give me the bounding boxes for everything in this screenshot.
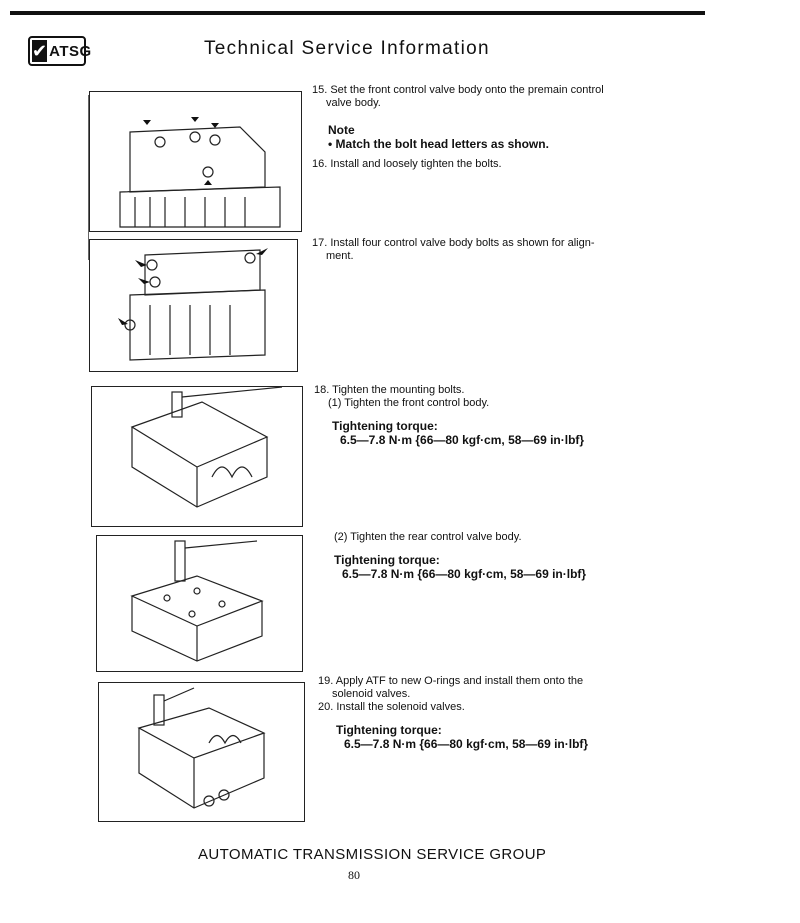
step-17: 17. Install four control valve body bolt…	[312, 237, 594, 263]
page-number: 80	[348, 868, 360, 882]
margin-line	[88, 95, 89, 260]
figure-alignment-bolts	[89, 239, 298, 372]
figure-rear-body-torque	[96, 535, 303, 672]
figure-front-body-torque	[91, 386, 303, 527]
logo-text: ATSG	[49, 42, 92, 60]
step-18-line2: (1) Tighten the front control body.	[328, 397, 490, 409]
page-title: Technical Service Information	[204, 38, 490, 59]
header-rule	[10, 11, 705, 15]
step-20-line1: 20. Install the solenoid valves.	[318, 701, 465, 713]
atsg-logo: ✔ ATSG	[28, 36, 91, 66]
torque-label: Tightening torque:	[334, 553, 440, 567]
checkmark-icon: ✔	[32, 40, 48, 62]
step-17-line2: ment.	[326, 250, 354, 262]
torque-spec-1: Tightening torque: 6.5—7.8 N·m {66—80 kg…	[332, 419, 584, 447]
figure-valve-body-bolts	[89, 91, 302, 232]
step-15-line1: 15. Set the front control valve body ont…	[312, 84, 604, 96]
step-18: 18. Tighten the mounting bolts. (1) Tigh…	[314, 384, 489, 410]
step-18-2: (2) Tighten the rear control valve body.	[334, 531, 522, 543]
step-19-line2: solenoid valves.	[332, 688, 411, 700]
torque-label: Tightening torque:	[332, 419, 438, 433]
torque-value: 6.5—7.8 N·m {66—80 kgf·cm, 58—69 in·lbf}	[340, 433, 585, 447]
step-19-line1: 19. Apply ATF to new O-rings and install…	[318, 675, 584, 687]
step-15: 15. Set the front control valve body ont…	[312, 84, 604, 110]
torque-spec-3: Tightening torque: 6.5—7.8 N·m {66—80 kg…	[336, 723, 588, 751]
torque-value: 6.5—7.8 N·m {66—80 kgf·cm, 58—69 in·lbf}	[344, 737, 589, 751]
note: Note • Match the bolt head letters as sh…	[328, 123, 549, 151]
step-18-line1: 18. Tighten the mounting bolts.	[314, 384, 465, 396]
note-label: Note	[328, 123, 355, 137]
footer-org: AUTOMATIC TRANSMISSION SERVICE GROUP	[198, 846, 547, 863]
note-item: • Match the bolt head letters as shown.	[328, 137, 549, 151]
torque-value: 6.5—7.8 N·m {66—80 kgf·cm, 58—69 in·lbf}	[342, 567, 587, 581]
step-19: 19. Apply ATF to new O-rings and install…	[318, 675, 583, 714]
figure-solenoid-valves	[98, 682, 305, 822]
step-17-line1: 17. Install four control valve body bolt…	[312, 237, 595, 249]
torque-label: Tightening torque:	[336, 723, 442, 737]
torque-spec-2: Tightening torque: 6.5—7.8 N·m {66—80 kg…	[334, 553, 586, 581]
step-16: 16. Install and loosely tighten the bolt…	[312, 158, 502, 170]
step-15-line2: valve body.	[326, 97, 381, 109]
